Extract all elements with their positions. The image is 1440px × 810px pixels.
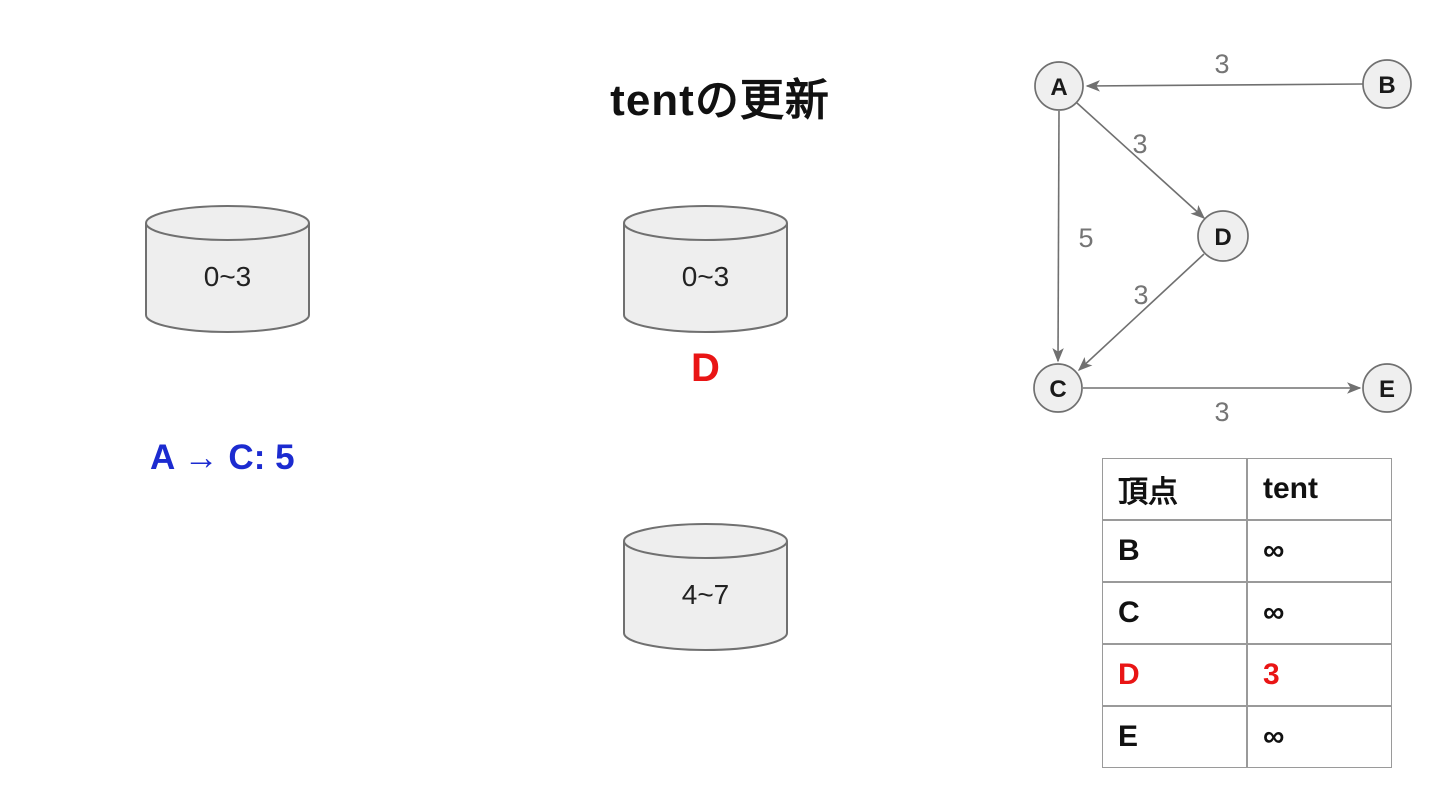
edge-d-c-weight: 3 (1133, 280, 1148, 310)
bucket-bottom-range-label: 4~7 (681, 579, 730, 610)
table-row-b-tent: ∞ (1247, 520, 1392, 582)
cylinder-icon (623, 523, 788, 651)
bucket-left: 0~3 (144, 204, 311, 334)
graph-diagram: 3 3 5 3 3 A B D (1033, 49, 1412, 427)
edge-relax-annotation: A → C: 5 (150, 438, 295, 477)
cylinder-icon (145, 205, 310, 333)
table-row-e-vertex: E (1102, 706, 1247, 768)
node-e: E (1362, 363, 1412, 413)
edge-b-a-weight: 3 (1214, 49, 1229, 79)
table-row-c: C ∞ (1102, 582, 1392, 644)
current-vertex-label: D (691, 346, 720, 390)
table-row-b: B ∞ (1102, 520, 1392, 582)
cylinder-icon (623, 205, 788, 333)
edge-b-a: 3 (1085, 49, 1364, 92)
table-row-d-vertex: D (1102, 644, 1247, 706)
tent-table-header-vertex: 頂点 (1102, 458, 1247, 520)
table-row-c-vertex: C (1102, 582, 1247, 644)
table-row-e-tent: ∞ (1247, 706, 1392, 768)
edge-a-d: 3 (1076, 102, 1206, 219)
node-a: A (1034, 61, 1084, 111)
node-b: B (1362, 59, 1412, 109)
node-b-label: B (1378, 72, 1395, 99)
table-row-b-vertex: B (1102, 520, 1247, 582)
bucket-middle: 0~3 (622, 204, 789, 334)
table-row-d-tent: 3 (1247, 644, 1392, 706)
node-a-label: A (1050, 74, 1067, 101)
table-row-d: D 3 (1102, 644, 1392, 706)
bucket-bottom: 4~7 (622, 522, 789, 652)
slide-title: tentの更新 (610, 76, 830, 125)
node-e-label: E (1379, 376, 1395, 403)
bucket-left-range-label: 0~3 (203, 261, 252, 292)
node-d-label: D (1214, 224, 1231, 251)
node-c-label: C (1049, 376, 1066, 403)
edge-a-c-weight: 5 (1078, 223, 1093, 253)
edge-c-e: 3 (1083, 382, 1362, 427)
tent-table-header-row: 頂点 tent (1102, 458, 1392, 520)
edge-a-c: 5 (1052, 110, 1094, 363)
tent-table-header-tent: tent (1247, 458, 1392, 520)
table-row-e: E ∞ (1102, 706, 1392, 768)
bucket-middle-range-label: 0~3 (681, 261, 730, 292)
edge-a-d-weight: 3 (1132, 129, 1147, 159)
edge-d-c: 3 (1077, 253, 1205, 371)
node-c: C (1033, 363, 1083, 413)
edge-c-e-weight: 3 (1214, 397, 1229, 427)
table-row-c-tent: ∞ (1247, 582, 1392, 644)
tent-table: 頂点 tent B ∞ C ∞ D 3 E ∞ (1102, 458, 1392, 768)
node-d: D (1197, 210, 1249, 262)
